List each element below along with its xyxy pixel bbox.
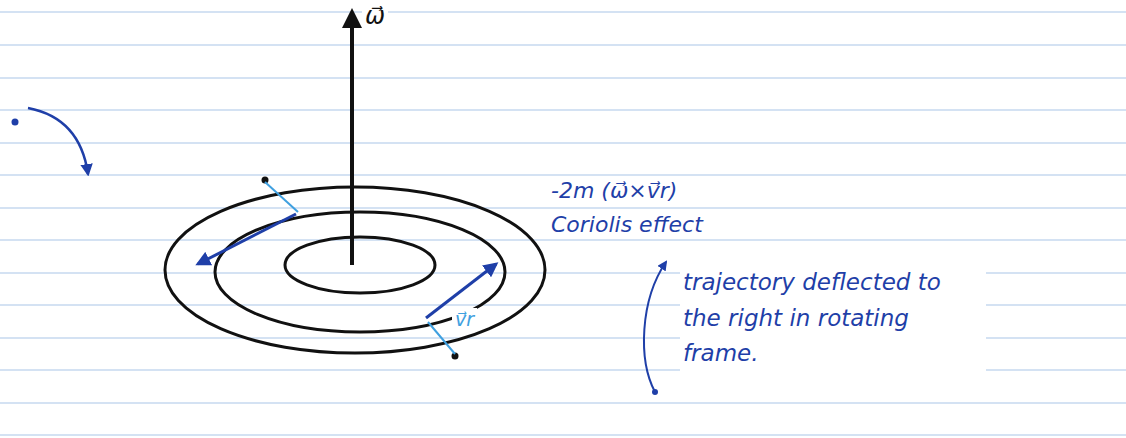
velocity-arrow — [265, 182, 298, 212]
rotation-arrow — [28, 108, 88, 174]
velocity-arrow — [428, 322, 455, 354]
pointer-arrow — [644, 262, 666, 392]
note: trajectory deflected to the right in rot… — [680, 265, 986, 372]
omega-vector — [350, 12, 354, 265]
note: Coriolis effect — [548, 212, 706, 238]
orbit-ellipses — [165, 187, 545, 353]
formula: -2m (ω⃗×v⃗r) — [548, 178, 680, 204]
coriolis-arrow — [198, 214, 296, 264]
pointer-dot — [652, 389, 658, 395]
vector-symbol: v⃗r — [452, 308, 477, 331]
notebook-lines — [0, 12, 1126, 435]
margin-dot — [12, 119, 19, 126]
vector-symbol: ω⃗ — [362, 2, 388, 31]
